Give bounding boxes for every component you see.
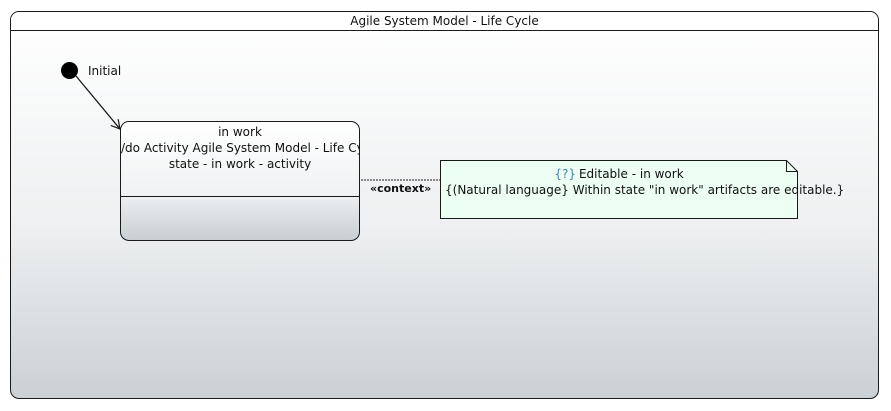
note-title-row: {?}Editable - in work	[440, 167, 798, 181]
state-do-activity-line1: /do Activity Agile System Model - Life C…	[121, 141, 359, 155]
state-header: in work /do Activity Agile System Model …	[121, 122, 359, 197]
state-in-work[interactable]: in work /do Activity Agile System Model …	[120, 121, 360, 241]
constraint-note[interactable]: {?}Editable - in work {(Natural language…	[440, 160, 844, 219]
constraint-icon: {?}	[554, 167, 576, 181]
initial-pseudostate[interactable]	[61, 62, 78, 79]
note-body: {(Natural language} Within state "in wor…	[445, 183, 845, 197]
note-title: Editable - in work	[578, 167, 684, 181]
note-shape	[440, 160, 798, 219]
diagram-title: Agile System Model - Life Cycle	[11, 12, 878, 31]
context-stereotype-label: «context»	[370, 182, 432, 195]
state-do-activity-line2: state - in work - activity	[168, 157, 312, 171]
initial-transition-arrow[interactable]	[75, 75, 120, 129]
initial-label: Initial	[88, 64, 122, 78]
state-name: in work	[218, 125, 262, 139]
